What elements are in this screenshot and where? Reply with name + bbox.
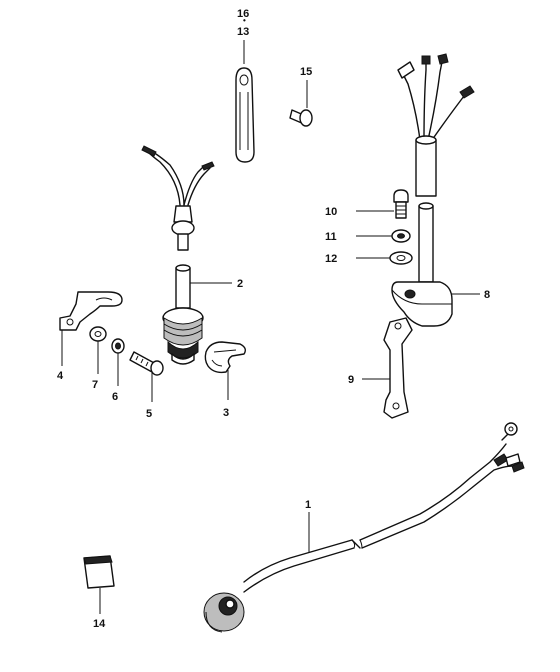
part-13-strap: [235, 67, 255, 163]
callout-7: 7: [92, 379, 98, 391]
callout-13: 13: [237, 26, 249, 38]
part-7-washer: [89, 326, 107, 342]
callout-6: 6: [112, 391, 118, 403]
callout-8: 8: [484, 289, 490, 301]
callout-16: 16: [237, 8, 249, 20]
callout-5: 5: [146, 408, 152, 420]
part-15-screw: [289, 109, 313, 127]
part-11-washer: [391, 229, 411, 243]
part-1-harness: [203, 422, 525, 633]
callout-12: 12: [325, 253, 337, 265]
part-12-washer: [389, 251, 413, 265]
part-14-pad: [83, 555, 115, 589]
part-6-nut: [111, 338, 125, 354]
part-10-bolt: [393, 189, 409, 219]
callout-15: 15: [300, 66, 312, 78]
callout-4: 4: [57, 370, 64, 382]
callout-9: 9: [348, 374, 354, 386]
part-8-sensor: [391, 53, 475, 327]
part-9-bracket: [383, 317, 413, 419]
callout-1: 1: [305, 499, 311, 511]
callout-10: 10: [325, 206, 337, 218]
part-3-clip: [204, 341, 247, 374]
part-2-switch: [141, 145, 215, 365]
part-4-bracket: [59, 291, 123, 331]
callout-14: 14: [93, 618, 106, 630]
callout-11: 11: [325, 231, 337, 243]
callout-3: 3: [223, 407, 229, 419]
callout-2: 2: [237, 278, 243, 290]
part-5-bolt: [129, 351, 164, 376]
callout-dot: •: [243, 16, 246, 25]
